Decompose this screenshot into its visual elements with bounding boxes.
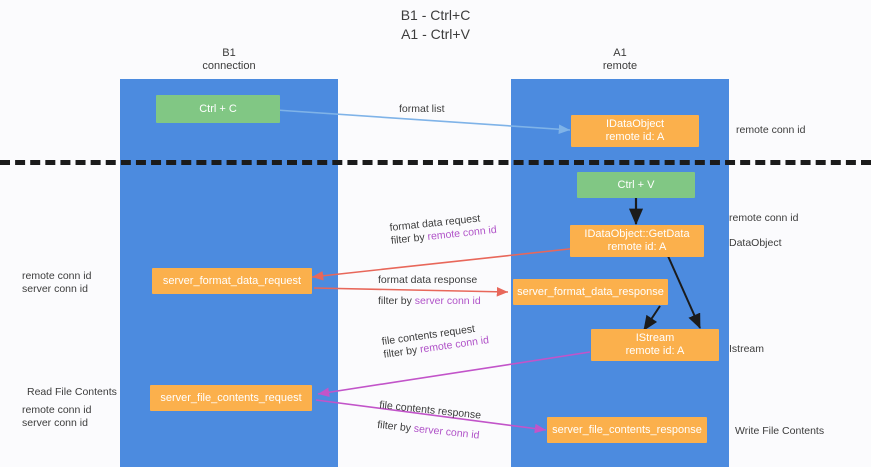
edge-label-format-data-response: format data response filter by server co… (378, 274, 481, 308)
box-getdata-line2: remote id: A (607, 241, 667, 253)
box-idataobject-getdata[interactable]: IDataObject::GetData remote id: A (570, 225, 704, 257)
box-server-format-data-response-label: server_format_data_response (517, 285, 664, 298)
box-server-file-contents-request-label: server_file_contents_request (160, 391, 302, 404)
edge-label-format-list-text: format list (399, 103, 445, 115)
filter-prefix: filter by (376, 418, 415, 435)
annotation-istream: Istream (729, 343, 765, 355)
lane-header-a1: A1 remote (511, 47, 729, 73)
edge-label-file-contents-response-text: file contents response (378, 399, 482, 422)
annotation-left-remote-conn-id-2: remote conn id (22, 404, 92, 416)
box-server-format-data-request-label: server_format_data_request (162, 274, 302, 287)
annotation-write-file-contents: Write File Contents (735, 425, 825, 437)
filter-prefix: filter by (378, 295, 415, 307)
edge-label-file-contents-request: file contents request filter by remote c… (381, 321, 490, 362)
box-idataobject-line1: IDataObject (605, 118, 665, 130)
page-title: B1 - Ctrl+C A1 - Ctrl+V (0, 6, 871, 44)
box-server-format-data-response[interactable]: server_format_data_response (513, 279, 668, 305)
annotation-read-file-contents: Read File Contents (27, 386, 117, 398)
edge-label-format-data-response-text: format data response (378, 274, 478, 286)
phase-divider (0, 160, 871, 165)
lane-header-b1-role: connection (202, 60, 256, 72)
title-line-2: A1 - Ctrl+V (401, 26, 470, 42)
filter-prefix: filter by (390, 231, 429, 247)
annotation-left-server-conn-id-2: server conn id (22, 417, 88, 429)
box-istream-line1: IStream (635, 332, 675, 344)
box-server-file-contents-response[interactable]: server_file_contents_response (547, 417, 707, 443)
edge-label-file-contents-response-filter: filter by server conn id (376, 418, 481, 443)
box-ctrl-c-label: Ctrl + C (199, 102, 237, 115)
box-istream[interactable]: IStream remote id: A (591, 329, 719, 361)
lane-header-a1-name: A1 (613, 47, 627, 59)
box-server-format-data-request[interactable]: server_format_data_request (152, 268, 312, 294)
lane-header-b1-name: B1 (222, 47, 236, 59)
annotation-dataobject: DataObject (729, 237, 782, 249)
edge-label-file-contents-response: file contents response filter by server … (377, 399, 483, 443)
box-ctrl-v-label: Ctrl + V (617, 178, 655, 191)
box-server-file-contents-response-label: server_file_contents_response (552, 423, 702, 436)
filter-key-server-conn-id: server conn id (413, 422, 481, 442)
annotation-remote-conn-id-top: remote conn id (736, 124, 806, 136)
box-getdata-line1: IDataObject::GetData (584, 228, 690, 240)
annotation-left-remote-conn-id: remote conn id (22, 270, 92, 282)
box-idataobject-line2: remote id: A (605, 131, 665, 143)
annotation-left-server-conn-id: server conn id (22, 283, 88, 295)
edge-label-format-data-response-filter: filter by server conn id (378, 295, 481, 308)
box-ctrl-v[interactable]: Ctrl + V (577, 172, 695, 198)
filter-key-server-conn-id: server conn id (414, 295, 481, 307)
box-ctrl-c[interactable]: Ctrl + C (156, 95, 280, 123)
lane-header-b1: B1 connection (120, 47, 338, 73)
lane-header-a1-role: remote (602, 60, 638, 72)
box-idataobject[interactable]: IDataObject remote id: A (571, 115, 699, 147)
edge-label-format-data-request: format data request filter by remote con… (389, 211, 497, 248)
box-server-file-contents-request[interactable]: server_file_contents_request (150, 385, 312, 411)
box-istream-line2: remote id: A (625, 345, 685, 357)
edge-label-format-list: format list (399, 103, 445, 116)
annotation-remote-conn-id-mid: remote conn id (729, 212, 799, 224)
title-line-1: B1 - Ctrl+C (400, 7, 471, 23)
